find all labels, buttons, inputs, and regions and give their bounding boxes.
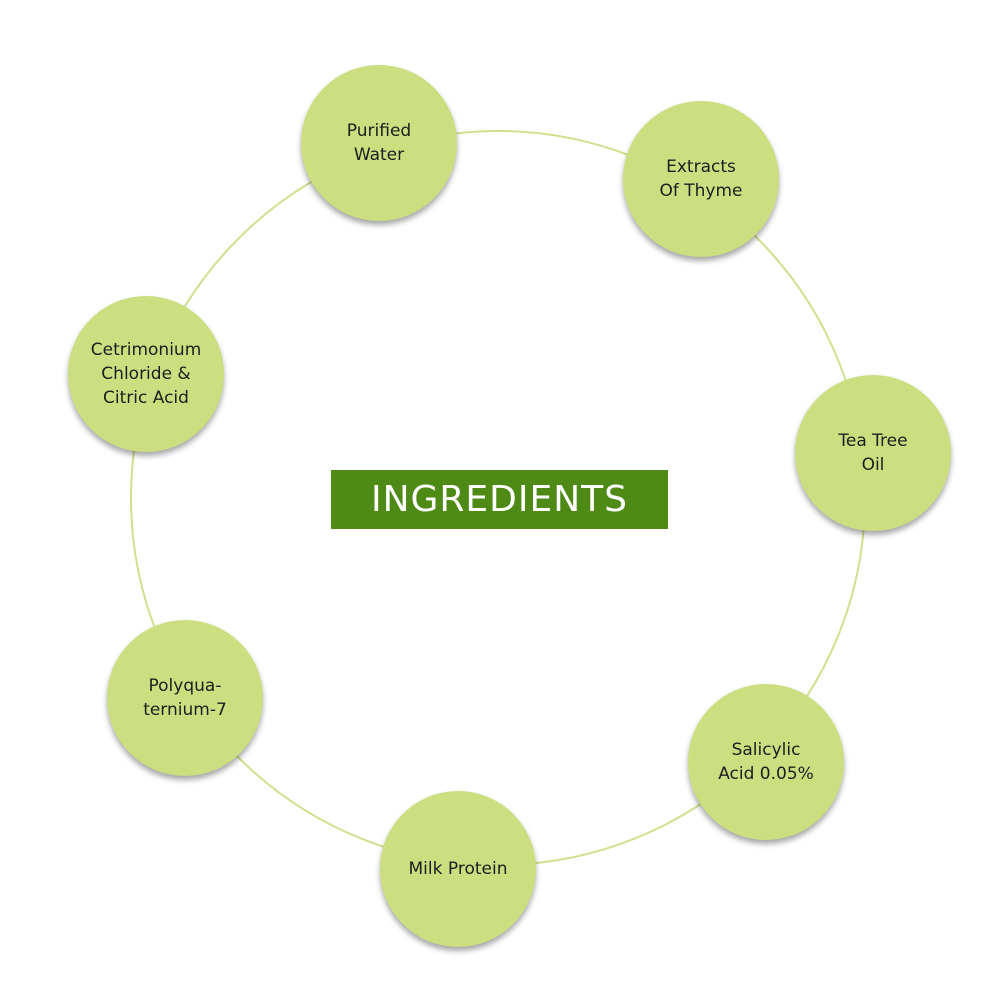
ingredient-label: Milk Protein [408, 859, 508, 879]
ingredient-node-extracts-of-thyme: Extracts Of Thyme [623, 101, 779, 257]
ingredient-node-tea-tree-oil: Tea Tree Oil [795, 375, 951, 531]
ingredient-node-cetrimonium-chloride: Cetrimonium Chloride & Citric Acid [68, 296, 224, 452]
ingredient-label: Tea Tree Oil [838, 431, 908, 475]
ingredient-node-milk-protein: Milk Protein [380, 791, 536, 947]
ingredient-node-polyquaternium-7: Polyqua- ternium-7 [107, 620, 263, 776]
ingredient-label: Extracts Of Thyme [659, 157, 743, 201]
ingredient-label: Purified Water [346, 121, 412, 165]
title-banner: INGREDIENTS [331, 470, 668, 529]
ingredient-label: Polyqua- ternium-7 [143, 676, 227, 720]
ingredient-label: Salicylic Acid 0.05% [718, 740, 814, 784]
ingredient-node-salicylic-acid: Salicylic Acid 0.05% [688, 684, 844, 840]
ingredient-label: Cetrimonium Chloride & Citric Acid [90, 340, 202, 408]
diagram-title: INGREDIENTS [370, 479, 629, 520]
ingredient-node-purified-water: Purified Water [301, 65, 457, 221]
